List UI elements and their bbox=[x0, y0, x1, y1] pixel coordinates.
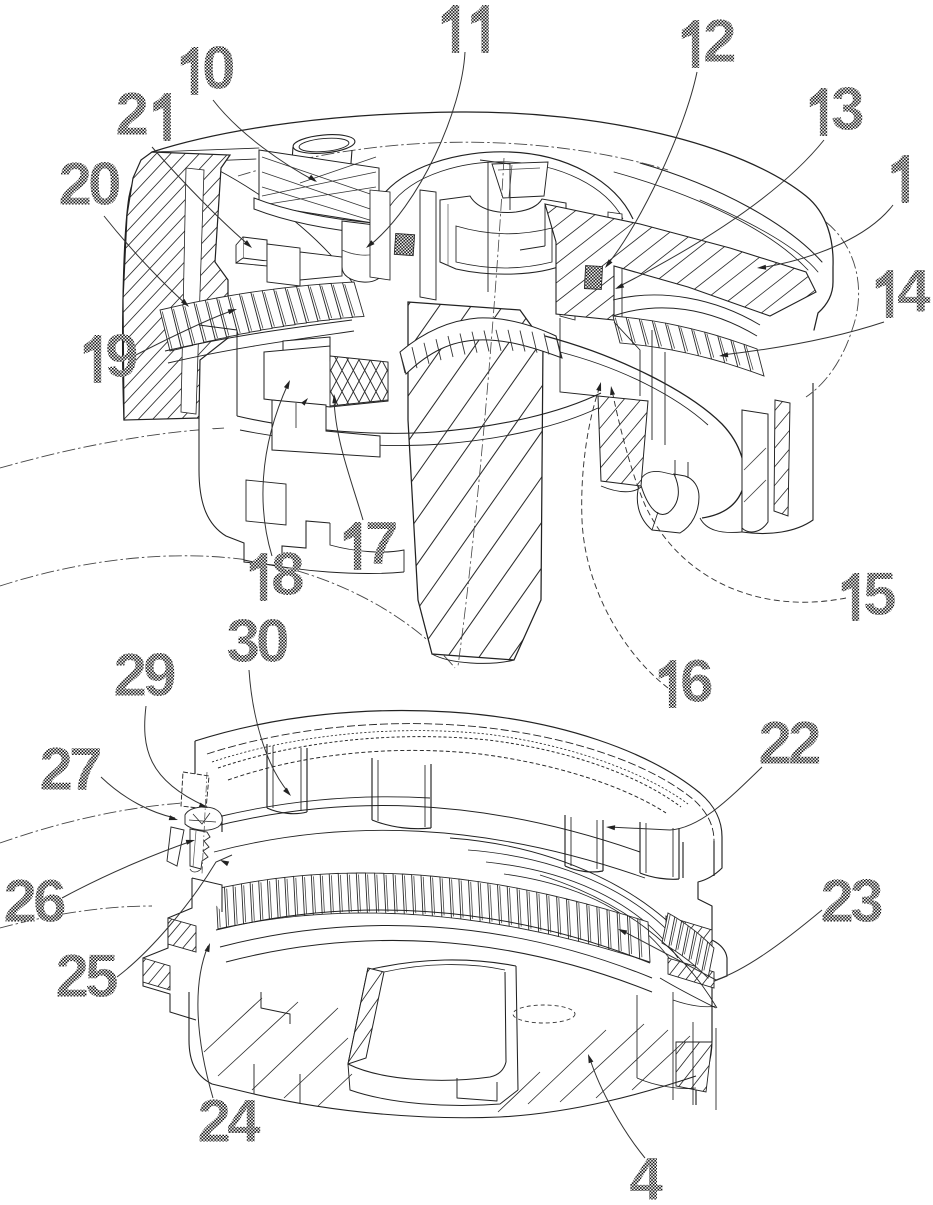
svg-text:9: 9 bbox=[105, 322, 138, 389]
svg-text:0: 0 bbox=[88, 150, 121, 217]
svg-text:2: 2 bbox=[198, 1087, 231, 1154]
svg-text:2: 2 bbox=[116, 80, 149, 147]
svg-text:2: 2 bbox=[40, 735, 73, 802]
svg-text:4: 4 bbox=[897, 257, 931, 324]
svg-text:3: 3 bbox=[227, 607, 260, 674]
svg-text:4: 4 bbox=[227, 1087, 261, 1154]
svg-text:2: 2 bbox=[56, 942, 89, 1009]
svg-text:2: 2 bbox=[114, 641, 147, 708]
svg-text:2: 2 bbox=[59, 150, 92, 217]
svg-text:2: 2 bbox=[703, 7, 736, 74]
svg-text:4: 4 bbox=[629, 1145, 663, 1200]
svg-text:2: 2 bbox=[4, 867, 37, 934]
svg-text:3: 3 bbox=[831, 75, 864, 142]
svg-text:5: 5 bbox=[863, 560, 896, 627]
svg-text:3: 3 bbox=[850, 867, 883, 934]
svg-text:9: 9 bbox=[143, 641, 176, 708]
svg-text:0: 0 bbox=[256, 607, 289, 674]
svg-text:2: 2 bbox=[821, 867, 854, 934]
svg-text:5: 5 bbox=[85, 942, 118, 1009]
svg-text:8: 8 bbox=[271, 540, 304, 607]
svg-text:2: 2 bbox=[788, 709, 821, 776]
svg-text:7: 7 bbox=[365, 509, 398, 576]
svg-text:0: 0 bbox=[202, 34, 235, 101]
svg-text:7: 7 bbox=[69, 735, 102, 802]
svg-text:2: 2 bbox=[759, 709, 792, 776]
svg-text:6: 6 bbox=[680, 647, 713, 714]
svg-text:6: 6 bbox=[33, 867, 66, 934]
